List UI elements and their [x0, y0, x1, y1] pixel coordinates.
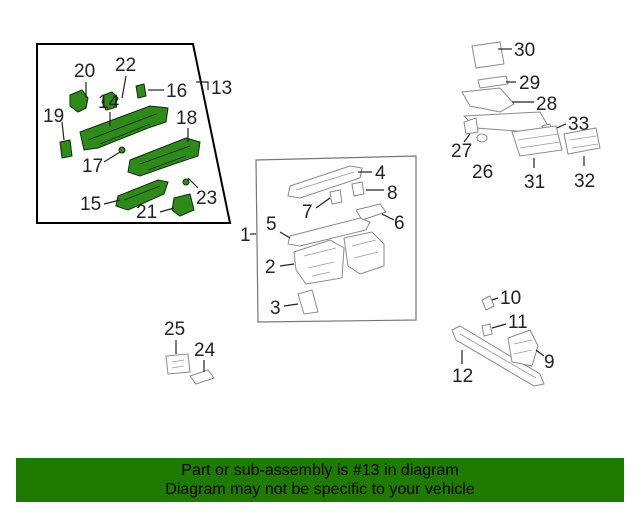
callout-1: 1	[240, 225, 251, 246]
callout-25: 25	[164, 319, 185, 340]
callout-32: 32	[574, 171, 595, 192]
callout-16: 16	[166, 81, 187, 102]
leader-6	[381, 213, 395, 221]
part-26[interactable]	[476, 133, 488, 143]
callout-2: 2	[265, 257, 276, 278]
cluster-9-12: 10 11 12 9	[451, 288, 555, 387]
part-panel-right-detail	[351, 239, 379, 259]
part-28[interactable]	[461, 87, 515, 113]
part-4-detail	[295, 171, 355, 191]
part-5[interactable]	[287, 217, 371, 247]
callout-9: 9	[544, 352, 555, 373]
part-6[interactable]	[355, 203, 387, 221]
part-2[interactable]	[293, 239, 345, 285]
callout-10: 10	[500, 288, 521, 309]
part-15[interactable]	[115, 179, 169, 211]
part-14[interactable]	[79, 105, 169, 151]
callout-19: 19	[43, 106, 64, 127]
callout-29: 29	[519, 73, 540, 94]
leader-11	[491, 323, 507, 329]
part-25-detail	[171, 359, 185, 369]
part-8[interactable]	[351, 181, 365, 197]
leader-13	[196, 81, 209, 90]
part-15-detail	[123, 185, 161, 201]
callout-21: 21	[136, 202, 157, 223]
callout-23: 23	[196, 188, 217, 209]
leader-17	[103, 151, 121, 163]
callout-24: 24	[194, 340, 216, 361]
leader-27	[463, 133, 471, 143]
leader-23	[187, 177, 199, 189]
callout-11: 11	[508, 312, 528, 333]
part-32-detail	[569, 135, 599, 149]
part-11[interactable]	[481, 323, 493, 337]
leader-2	[279, 263, 295, 267]
part-panel-right[interactable]	[343, 231, 385, 275]
callout-8: 8	[387, 183, 398, 204]
part-30[interactable]	[471, 41, 505, 69]
leader-5	[279, 231, 291, 239]
part-24[interactable]	[189, 369, 215, 385]
leader-9	[535, 349, 545, 357]
callout-3: 3	[270, 298, 281, 319]
part-31-detail	[517, 133, 561, 149]
callout-5: 5	[266, 214, 277, 235]
part-29[interactable]	[477, 75, 509, 89]
part-20[interactable]	[69, 89, 89, 113]
callout-17: 17	[82, 156, 103, 177]
callout-22: 22	[115, 55, 136, 76]
callout-26: 26	[472, 162, 493, 183]
callout-4: 4	[375, 163, 386, 184]
callout-6: 6	[394, 213, 405, 234]
callout-12: 12	[452, 366, 473, 387]
callout-15: 15	[80, 194, 101, 215]
callout-7: 7	[302, 202, 313, 223]
assembly-1-group: 1 4 8 7 6 5 2 3	[240, 155, 417, 323]
banner-line-2: Diagram may not be specific to your vehi…	[165, 481, 475, 498]
info-banner: Part or sub-assembly is #13 in diagram D…	[16, 458, 624, 502]
leader-22	[121, 75, 127, 99]
part-10[interactable]	[481, 295, 495, 311]
callout-20: 20	[74, 61, 95, 82]
part-2-detail	[303, 247, 337, 277]
subassembly-13-group: 20 22 16 19 14 18 17 15 23 21 13	[36, 43, 232, 224]
part-12-detail	[459, 333, 537, 379]
leader-21	[159, 207, 175, 213]
leader-3	[283, 303, 299, 307]
callout-13: 13	[211, 78, 232, 99]
leader-10	[491, 297, 499, 301]
callout-28: 28	[536, 94, 557, 115]
callout-18: 18	[176, 108, 197, 129]
callout-14: 14	[98, 92, 120, 113]
part-9[interactable]	[507, 329, 539, 367]
callout-31: 31	[524, 172, 545, 193]
part-14-detail	[87, 113, 157, 145]
part-9-detail	[513, 339, 533, 355]
part-27[interactable]	[463, 117, 479, 135]
callout-27: 27	[451, 141, 472, 162]
leader-15	[103, 199, 121, 205]
part-17[interactable]	[118, 146, 126, 154]
part-7[interactable]	[329, 189, 343, 205]
banner-line-1: Part or sub-assembly is #13 in diagram	[181, 462, 459, 479]
callout-33: 33	[568, 114, 589, 135]
callout-30: 30	[514, 40, 535, 61]
part-23[interactable]	[182, 178, 190, 186]
leader-7	[315, 197, 331, 209]
leader-19	[61, 121, 65, 141]
part-19[interactable]	[59, 139, 73, 159]
part-22[interactable]	[101, 91, 119, 111]
part-3[interactable]	[297, 289, 319, 315]
cluster-24-25: 25 24	[164, 319, 216, 385]
part-16[interactable]	[135, 83, 147, 99]
part-18-detail	[139, 145, 191, 171]
cluster-26-33: 30 29 28 27 26 33 31 32	[451, 40, 601, 193]
part-31[interactable]	[511, 125, 563, 157]
part-25[interactable]	[165, 353, 191, 375]
part-4[interactable]	[287, 165, 363, 199]
